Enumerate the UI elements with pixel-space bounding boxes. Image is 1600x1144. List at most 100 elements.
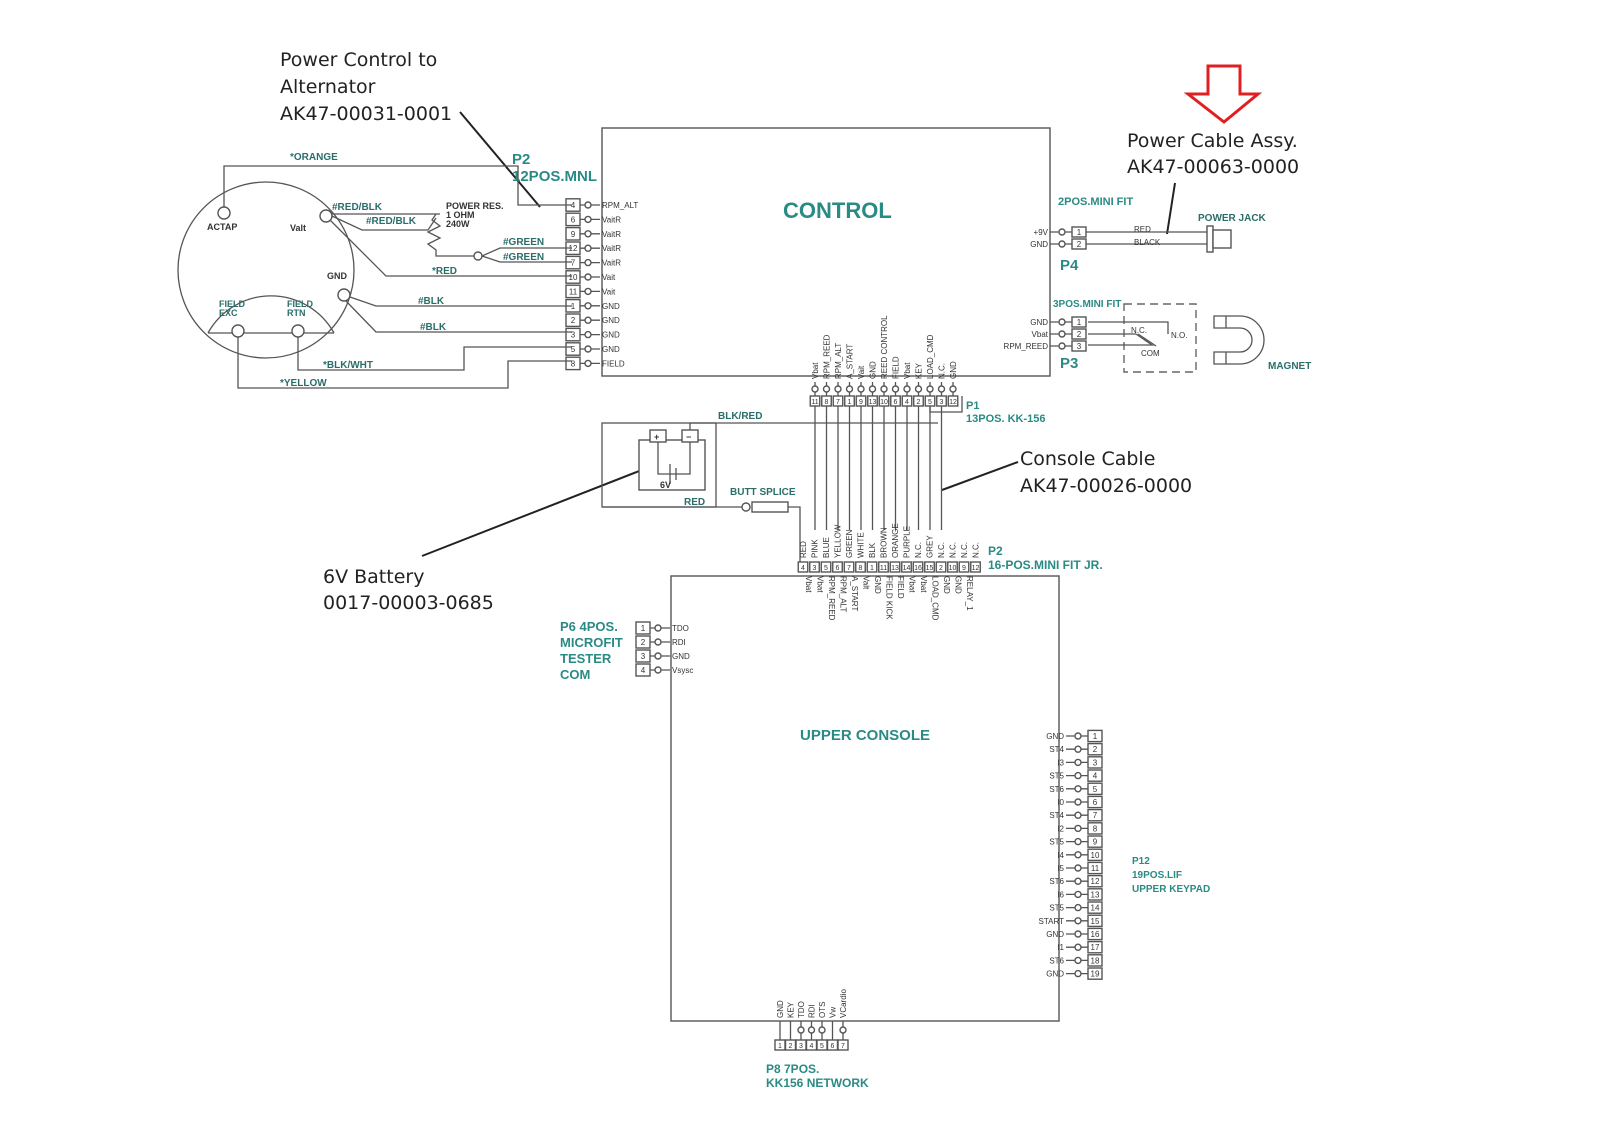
pin-number: 10 xyxy=(949,565,957,572)
wire-label: *YELLOW xyxy=(280,378,327,389)
contact-icon xyxy=(807,1026,816,1034)
pin-signal: RPM_ALT xyxy=(602,201,638,210)
callout-line: 6V Battery xyxy=(323,566,424,588)
pin-signal: GND xyxy=(1030,240,1048,249)
pin-number: 2 xyxy=(641,638,646,647)
control-p1-name: P1 xyxy=(966,400,979,412)
pin-signal: Vbat xyxy=(804,576,813,593)
contact-icon xyxy=(584,273,592,281)
contact-icon xyxy=(1074,943,1082,951)
contact-icon xyxy=(1074,798,1082,806)
pin-signal: Vbat xyxy=(919,576,928,593)
contact-icon xyxy=(584,201,592,209)
contact-label: N.O. xyxy=(1171,331,1187,340)
leader-line xyxy=(459,111,541,208)
pin-number: 2 xyxy=(1093,745,1098,754)
battery-cell-label: 6V xyxy=(660,480,671,490)
wire-label: #BLK xyxy=(420,322,447,333)
contact-icon xyxy=(1074,930,1082,938)
p6-label: MICROFIT xyxy=(560,635,623,650)
red-arrow-icon xyxy=(1183,64,1263,124)
pin-number: 19 xyxy=(1091,970,1100,979)
pin-signal: RPM_ALT xyxy=(834,343,843,379)
pin-number: 3 xyxy=(641,652,646,661)
terminal-field-exc xyxy=(231,324,245,338)
contact-icon xyxy=(654,666,662,674)
terminal-label: FIELD xyxy=(219,299,245,309)
pin-signal: ST5 xyxy=(1049,838,1064,847)
terminal-field-rtn xyxy=(291,324,305,338)
pin-number: 7 xyxy=(836,399,840,406)
contact-icon xyxy=(1058,228,1066,236)
leader-line xyxy=(941,461,1019,491)
pin-number: 11 xyxy=(880,565,887,572)
wire-color: GREEN xyxy=(845,529,854,558)
pin-signal: VaitR xyxy=(602,244,621,253)
resistor-label: 240W xyxy=(446,219,470,229)
pin-signal: Valt xyxy=(862,576,871,590)
connector-pin: 9 VaitR xyxy=(565,226,621,241)
pin-signal: GND xyxy=(602,345,620,354)
alternator-outline xyxy=(177,181,355,359)
pin-signal: Vait xyxy=(602,273,616,282)
pin-number: 1 xyxy=(870,565,874,572)
connector-pin: 1A_START xyxy=(844,344,855,407)
pin-signal: FIELD xyxy=(892,356,901,379)
console-p2-desc: 16-POS.MINI FIT JR. xyxy=(988,558,1103,572)
pin-number: 5 xyxy=(571,345,576,354)
terminal-label: ACTAP xyxy=(207,222,237,232)
pin-number: 9 xyxy=(571,230,576,239)
resistor-label: POWER RES. xyxy=(446,201,504,211)
wire-color: BLUE xyxy=(822,537,831,558)
pin-signal: GND xyxy=(672,652,690,661)
pin-signal: VCardio xyxy=(839,989,848,1018)
pin-number: 14 xyxy=(903,565,911,572)
pin-signal: Vsysc xyxy=(672,666,693,675)
callout-line: Power Control to xyxy=(280,49,437,71)
callout-part-number: AK47-00026-0000 xyxy=(1020,475,1192,497)
terminal-label: GND xyxy=(327,271,348,281)
control-p3-name: P3 xyxy=(1060,355,1078,372)
p8-label: KK156 NETWORK xyxy=(766,1076,869,1090)
connector-pin: 3N.C. xyxy=(936,363,947,407)
contact-icon xyxy=(584,258,592,267)
pin-signal: Vbat xyxy=(1032,330,1049,339)
pin-signal: OTS xyxy=(818,1002,827,1018)
pin-number: 13 xyxy=(1091,890,1100,899)
pin-number: 6 xyxy=(831,1043,835,1050)
pin-signal: FIELD xyxy=(602,359,625,368)
pin-signal: VaitR xyxy=(602,230,621,239)
pin-number: 9 xyxy=(962,565,966,572)
contact-icon xyxy=(1074,745,1082,753)
contact-icon xyxy=(891,385,900,393)
pin-number: 3 xyxy=(940,399,944,406)
pin-number: 11 xyxy=(1091,864,1100,873)
pin-number: 17 xyxy=(1091,943,1100,952)
pin-number: 3 xyxy=(571,331,576,340)
pin-number: 10 xyxy=(1091,851,1100,860)
pin-signal: GND xyxy=(942,576,951,594)
pin-number: 7 xyxy=(841,1043,845,1050)
console-p2-name: P2 xyxy=(988,544,1003,558)
pin-signal: GND xyxy=(1046,732,1064,741)
wire-color: PINK xyxy=(811,539,820,558)
pin-number: 1 xyxy=(641,624,646,633)
